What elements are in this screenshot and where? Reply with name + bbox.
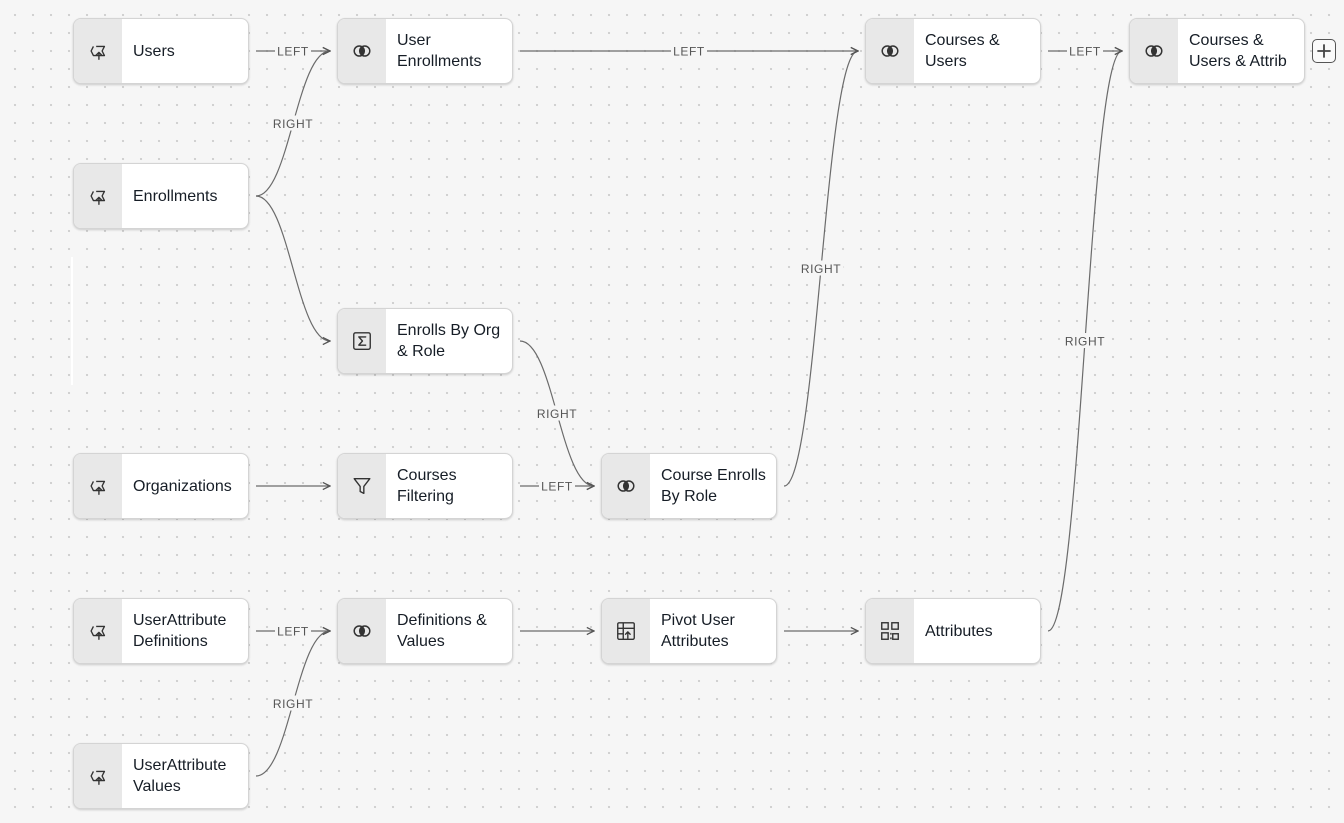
edge-join-type-label: LEFT	[541, 480, 573, 494]
edge-join-type-label: LEFT	[1069, 45, 1101, 59]
edge-line	[255, 195, 330, 341]
aggregate-icon	[338, 309, 386, 373]
node-label: User Enrollments	[397, 32, 482, 70]
edge-join-type-label: RIGHT	[273, 117, 313, 131]
edge-label-background	[1062, 333, 1108, 348]
edge-label-background	[539, 478, 575, 493]
edge-label-background	[798, 260, 844, 276]
node-label: Enrollments	[133, 187, 218, 205]
dataset-icon	[74, 744, 122, 808]
filter-icon	[338, 454, 386, 518]
edge-join-type-label: LEFT	[277, 45, 309, 59]
node-label: Users	[133, 42, 175, 60]
node-userattribute-values[interactable]: UserAttribute Values	[73, 743, 249, 809]
add-step-button[interactable]	[1312, 39, 1336, 63]
node-label: Organizations	[133, 477, 232, 495]
join-icon	[338, 599, 386, 663]
edge-userattribute-values-to-definitions-values[interactable]: RIGHT	[255, 631, 330, 777]
dataset-icon	[74, 19, 122, 83]
node-courses-users[interactable]: Courses & Users	[865, 18, 1041, 84]
node-users[interactable]: Users	[73, 18, 249, 84]
edge-attributes-to-courses-users-attrib[interactable]: RIGHT	[1047, 51, 1122, 632]
node-label: Courses & Users	[925, 32, 1000, 70]
dataset-icon	[74, 454, 122, 518]
unpivot-icon	[866, 599, 914, 663]
node-label: Course Enrolls By Role	[661, 467, 766, 505]
edge-user-enrollments-to-courses-users[interactable]: LEFT	[520, 43, 858, 59]
edge-label-background	[270, 115, 316, 131]
canvas-divider	[71, 257, 73, 385]
join-icon	[866, 19, 914, 83]
join-icon	[1130, 19, 1178, 83]
node-label: Pivot User Attributes	[661, 612, 735, 650]
node-courses-filtering[interactable]: Courses Filtering	[337, 453, 513, 519]
pivot-icon	[602, 599, 650, 663]
edge-users-to-user-enrollments[interactable]: LEFT	[256, 43, 330, 59]
edge-enrollments-to-user-enrollments[interactable]: RIGHT	[255, 51, 330, 197]
edge-label-background	[275, 43, 311, 58]
node-attributes[interactable]: Attributes	[865, 598, 1041, 664]
edge-join-type-label: LEFT	[277, 625, 309, 639]
node-label: Attributes	[925, 622, 993, 640]
edge-label-background	[534, 405, 580, 421]
node-label: Courses Filtering	[397, 467, 457, 505]
node-label: UserAttribute Definitions	[133, 612, 227, 650]
node-organizations[interactable]: Organizations	[73, 453, 249, 519]
join-icon	[338, 19, 386, 83]
edge-enrolls-by-org-role-to-course-enrolls-by-role[interactable]: RIGHT	[519, 340, 594, 486]
edge-label-background	[275, 623, 311, 638]
edge-enrollments-to-enrolls-by-org-role[interactable]	[255, 195, 330, 341]
edge-label-background	[1067, 43, 1103, 58]
edge-join-type-label: LEFT	[673, 45, 705, 59]
node-label: Courses & Users & Attrib	[1189, 32, 1287, 70]
edge-course-enrolls-by-role-to-courses-users[interactable]: RIGHT	[783, 51, 858, 487]
dataset-icon	[74, 164, 122, 228]
edge-label-background	[671, 43, 707, 58]
edge-courses-filtering-to-course-enrolls-by-role[interactable]: LEFT	[520, 478, 594, 494]
node-user-enrollments[interactable]: User Enrollments	[337, 18, 513, 84]
node-courses-users-attrib[interactable]: Courses & Users & Attrib	[1129, 18, 1305, 84]
node-label: Enrolls By Org & Role	[397, 322, 501, 360]
edge-join-type-label: RIGHT	[273, 697, 313, 711]
node-definitions-values[interactable]: Definitions & Values	[337, 598, 513, 664]
edge-label-background	[270, 695, 316, 711]
node-pivot-user-attributes[interactable]: Pivot User Attributes	[601, 598, 777, 664]
edge-join-type-label: RIGHT	[801, 262, 841, 276]
node-enrollments[interactable]: Enrollments	[73, 163, 249, 229]
join-icon	[602, 454, 650, 518]
node-userattribute-definitions[interactable]: UserAttribute Definitions	[73, 598, 249, 664]
node-course-enrolls-by-role[interactable]: Course Enrolls By Role	[601, 453, 777, 519]
edge-courses-users-to-courses-users-attrib[interactable]: LEFT	[1048, 43, 1122, 59]
node-label: UserAttribute Values	[133, 757, 227, 795]
node-label: Definitions & Values	[397, 612, 487, 650]
node-enrolls-by-org-role[interactable]: Enrolls By Org & Role	[337, 308, 513, 374]
dataset-icon	[74, 599, 122, 663]
edge-userattribute-definitions-to-definitions-values[interactable]: LEFT	[256, 623, 330, 639]
edge-join-type-label: RIGHT	[1065, 335, 1105, 349]
plus-icon	[1317, 44, 1331, 58]
edge-join-type-label: RIGHT	[537, 407, 577, 421]
